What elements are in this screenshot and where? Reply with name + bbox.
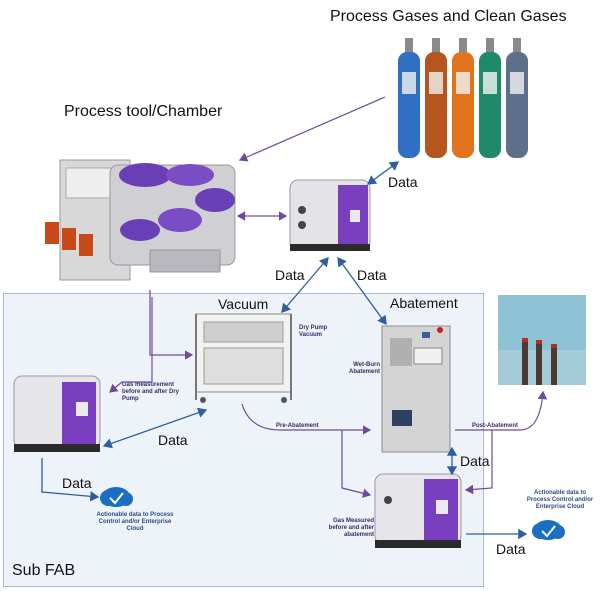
pre-abatement-note: Pre-Abatement xyxy=(276,423,319,429)
post-abatement-note: Post-Abatement xyxy=(472,423,519,429)
gas-measured-note: Gas Measured before and after abatement xyxy=(328,518,374,538)
data-label-right-vertical: Data xyxy=(460,453,490,469)
cloud-right-note: Actionable data to Process Control and/o… xyxy=(526,490,594,510)
smokestacks-photo xyxy=(498,295,586,385)
subfab-title: Sub FAB xyxy=(12,562,76,579)
gas-cylinder xyxy=(425,38,447,158)
gases-title: Process Gases and Clean Gases xyxy=(330,8,567,25)
abatement-title: Abatement xyxy=(390,295,458,311)
dry-pump xyxy=(195,313,292,403)
gas-cylinder xyxy=(398,38,420,158)
data-label-left-cloud: Data xyxy=(62,475,92,491)
gas-analyzer-bottom xyxy=(374,473,462,548)
cloud-icon-left xyxy=(100,487,133,507)
cloud-icon-right xyxy=(532,520,565,540)
data-arrows xyxy=(41,161,528,540)
dry-pump-note: Dry Pump Vacuum xyxy=(299,325,328,338)
gas-analyzer-left xyxy=(13,375,101,452)
abatement-unit xyxy=(381,325,451,453)
process-flow-arrows xyxy=(109,96,548,498)
gas-cylinder xyxy=(506,38,528,158)
gas-cylinder xyxy=(479,38,501,158)
gas-cylinder xyxy=(452,38,474,158)
wet-burn-note: Wet-Burn Abatement xyxy=(348,362,380,375)
gas-measurement-note: Gas measurement before and after Dry Pum… xyxy=(122,382,180,402)
process-tool-chamber xyxy=(45,159,236,281)
gas-cylinders xyxy=(398,38,528,158)
cloud-left-note: Actionable data to Process Control and/o… xyxy=(96,512,174,532)
process-tool-title: Process tool/Chamber xyxy=(64,103,223,120)
vacuum-title: Vacuum xyxy=(218,296,269,312)
data-label-bottom-right: Data xyxy=(496,541,526,557)
gas-analyzer-top xyxy=(289,179,371,251)
